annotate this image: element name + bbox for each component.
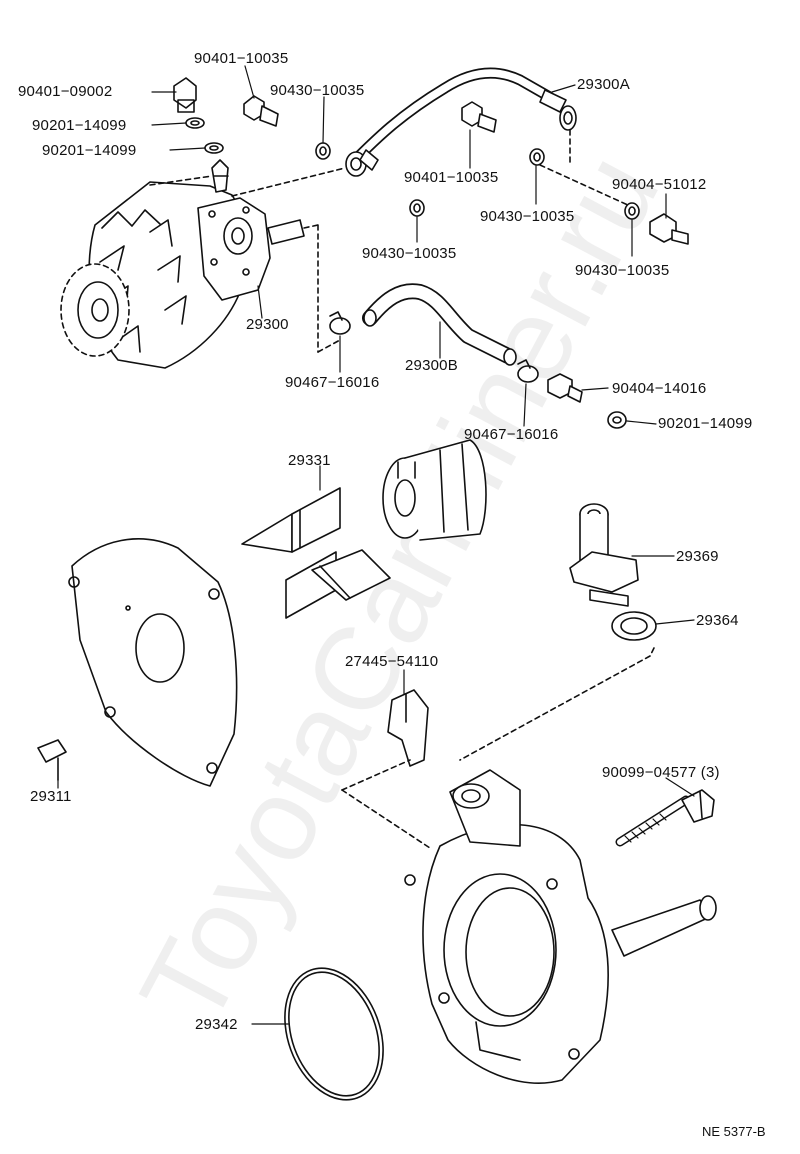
gasket-hole-b — [209, 145, 219, 151]
pump-housing — [404, 769, 717, 1084]
gasket-90201-14099-a — [185, 117, 205, 129]
hose-29300B — [362, 283, 517, 366]
clip-90467-16016-a — [329, 311, 351, 335]
label-29364: 29364 — [696, 612, 739, 629]
gasket-29364 — [459, 611, 657, 761]
union-bolt-90401-09002 — [173, 77, 197, 113]
clip-90467-16016-b — [517, 359, 539, 383]
union-bolt-90401-10035-b — [461, 101, 497, 133]
label-29300B: 29300B — [405, 357, 458, 374]
label-29300A: 29300A — [577, 76, 630, 93]
label-90201-14099-b: 90201−14099 — [42, 142, 137, 159]
gasket-90201-14099-b — [204, 142, 224, 154]
diagram-reference-code: NE 5377-B — [702, 1124, 766, 1139]
dowel-pin-29311 — [37, 739, 67, 781]
alternator-assembly — [60, 159, 346, 369]
check-valve-29369 — [569, 503, 639, 607]
label-90401-09002: 90401−09002 — [18, 83, 113, 100]
label-90401-10035-top: 90401−10035 — [194, 50, 289, 67]
pump-rotor — [382, 439, 487, 541]
label-90467-16016-b: 90467−16016 — [464, 426, 559, 443]
gasket-hole-a — [190, 120, 200, 126]
label-90401-10035-mid: 90401−10035 — [404, 169, 499, 186]
union-90404-14016 — [547, 373, 583, 403]
bracket-27445-54110 — [341, 689, 431, 849]
label-90404-14016: 90404−14016 — [612, 380, 707, 397]
gasket-90201-14099-c — [607, 411, 627, 429]
label-29331: 29331 — [288, 452, 331, 469]
label-27445-54110: 27445−54110 — [345, 653, 439, 670]
hose-29300A — [345, 67, 631, 207]
bolt-90099-04577 — [615, 789, 715, 847]
union-90404-51012 — [649, 213, 689, 245]
label-29369: 29369 — [676, 548, 719, 565]
union-bolt-90401-10035-a — [243, 95, 279, 127]
o-ring-29342 — [284, 967, 384, 1101]
label-90430-10035-left: 90430−10035 — [362, 245, 457, 262]
label-90467-16016-a: 90467−16016 — [285, 374, 380, 391]
clip-90430-10035-b — [529, 148, 545, 166]
label-29300: 29300 — [246, 316, 289, 333]
clip-90430-10035-c — [409, 199, 425, 217]
end-plate — [68, 538, 238, 787]
label-29342: 29342 — [195, 1016, 238, 1033]
label-90201-14099-a: 90201−14099 — [32, 117, 127, 134]
label-90430-10035-mid: 90430−10035 — [480, 208, 575, 225]
clip-90430-10035-d — [624, 202, 640, 220]
clip-90430-10035-a — [315, 142, 331, 160]
label-90201-14099-c: 90201−14099 — [658, 415, 753, 432]
vane-set-29331 — [241, 487, 391, 619]
label-90430-10035-top: 90430−10035 — [270, 82, 365, 99]
label-29311: 29311 — [30, 788, 72, 805]
label-90099-04577: 90099−04577 (3) — [602, 764, 720, 781]
leader-lines — [57, 65, 695, 1025]
label-90404-51012: 90404−51012 — [612, 176, 707, 193]
label-90430-10035-right: 90430−10035 — [575, 262, 670, 279]
